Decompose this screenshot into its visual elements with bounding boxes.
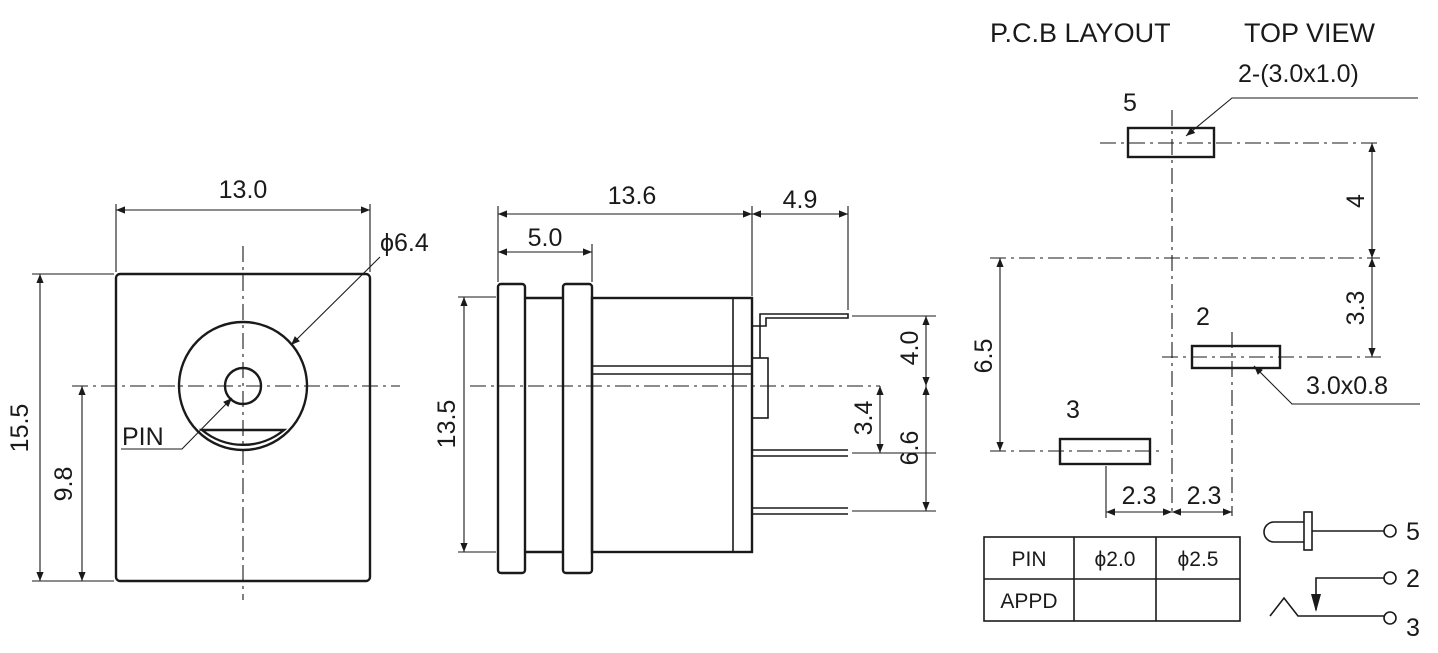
- side-front-label: 5.0: [528, 224, 563, 252]
- pcb-pad-3: [1058, 437, 1152, 466]
- front-pin-hole: [223, 366, 263, 406]
- schematic-n2-label: 2: [1406, 565, 1420, 593]
- pcb-top-view-title: TOP VIEW: [1244, 18, 1376, 48]
- pcb-dim-23b-label: 2.3: [1187, 482, 1222, 510]
- schematic-pin3-switch: [1269, 596, 1384, 617]
- pcb-slot-size-label: 2-(3.0x1.0): [1238, 60, 1359, 88]
- table-cell-r1c2: ϕ2.0: [1095, 548, 1136, 571]
- schematic-terminal-3: [1383, 611, 1397, 625]
- pcb-dim-33-label: 3.3: [1342, 291, 1370, 326]
- side-second-flange: [561, 282, 594, 575]
- side-front-flange: [496, 282, 527, 575]
- pcb-pad-2-label: 2: [1196, 303, 1210, 331]
- front-center-label: 9.8: [50, 467, 78, 502]
- schematic-n3-label: 3: [1406, 614, 1420, 642]
- pin-table: PIN ϕ2.0 ϕ2.5 APPD: [983, 536, 1241, 622]
- side-main-body: [590, 296, 754, 554]
- schematic-terminal-5: [1383, 524, 1397, 538]
- pcb-pad-5: [1126, 126, 1216, 159]
- pcb-pad-2: [1190, 344, 1282, 370]
- schematic-terminal-2: [1383, 571, 1397, 585]
- pcb-pad-5-label: 5: [1123, 89, 1137, 117]
- schematic-pin2-wire: [1315, 577, 1384, 610]
- front-width-label: 13.0: [219, 176, 268, 204]
- schematic-plug-barrel: [1263, 521, 1304, 543]
- side-pin-5: [752, 313, 849, 327]
- pcb-slot-leader: [1185, 97, 1418, 137]
- front-pin-label: PIN: [122, 423, 164, 451]
- side-height-label: 13.5: [433, 400, 461, 449]
- pcb-dim-65-label: 6.5: [970, 339, 998, 374]
- front-height-label: 15.5: [6, 404, 34, 453]
- table-cell-r1c1: PIN: [1011, 548, 1046, 571]
- pcb-pad-3-label: 3: [1066, 396, 1080, 424]
- pcb-dim-23a-label: 2.3: [1122, 482, 1157, 510]
- table-cell-r2c1: APPD: [1000, 590, 1057, 613]
- front-outer-hole: [177, 320, 309, 452]
- schematic-contact-arrow: [1311, 594, 1321, 612]
- side-length-label: 13.6: [608, 182, 657, 210]
- side-pin-top-label: 4.0: [896, 331, 924, 366]
- table-cell-r1c3: ϕ2.5: [1178, 548, 1219, 571]
- pcb-dim-4-label: 4: [1342, 194, 1370, 208]
- schematic-plug-collar: [1303, 511, 1313, 551]
- pcb-layout-title: P.C.B LAYOUT: [990, 18, 1171, 48]
- front-view: 13.0 15.5 9.8 ϕ6.4 PIN: [6, 176, 429, 600]
- front-spring-contact: [198, 428, 288, 447]
- side-pin-reach-label: 4.9: [783, 186, 818, 214]
- schematic-n5-label: 5: [1406, 518, 1420, 546]
- front-hole-leader: [290, 256, 381, 346]
- front-hole-label: ϕ6.4: [380, 229, 429, 257]
- pcb-layout: P.C.B LAYOUT TOP VIEW 2-(3.0x1.0) 5 2 3 …: [970, 18, 1420, 518]
- side-rear-tab: [751, 357, 769, 419]
- front-pin-leader: [121, 397, 233, 450]
- side-pin-bottom-label: 6.6: [896, 431, 924, 466]
- pcb-pad-size-label: 3.0x0.8: [1306, 372, 1388, 400]
- side-pin-mid-label: 3.4: [850, 401, 878, 436]
- jack-schematic: 5 2 3: [1263, 511, 1420, 642]
- pcb-pad-size-leader: [1253, 365, 1420, 405]
- side-view: 13.6 5.0 4.9 13.5 4.0 3.4 6.6: [433, 182, 936, 575]
